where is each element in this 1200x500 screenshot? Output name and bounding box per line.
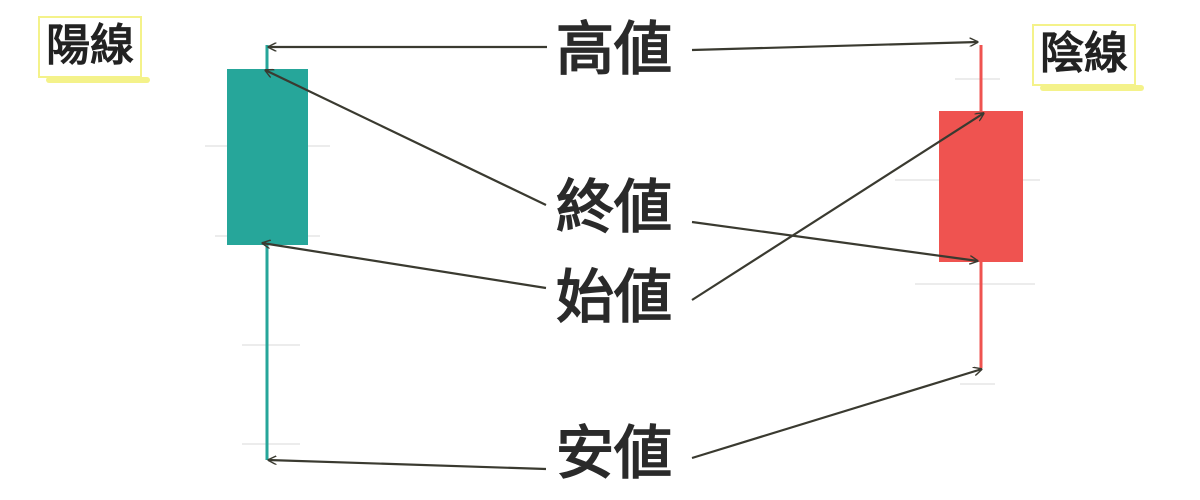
bullish-candle [227, 45, 308, 460]
bearish-title-text: 陰線 [1040, 28, 1128, 79]
label-open: 始値 [556, 263, 673, 331]
arrow-close-bearish [691, 220, 978, 261]
bearish-candle [939, 45, 1023, 368]
arrow-open-bullish [262, 243, 547, 290]
bullish-title-text: 陽線 [46, 20, 134, 71]
bullish-body [227, 69, 308, 245]
arrow-close-bullish [265, 70, 547, 206]
arrow-high-bearish [691, 42, 978, 52]
bearish-body [939, 111, 1023, 262]
label-high: 高値 [556, 15, 673, 83]
arrow-low-bearish [691, 369, 982, 460]
bullish-title-underline [46, 77, 150, 83]
label-close: 終値 [556, 173, 673, 241]
label-low: 安値 [556, 419, 673, 487]
bullish-title: 陽線 [38, 16, 150, 83]
arrow-open-bearish [691, 113, 984, 301]
bearish-title: 陰線 [1032, 24, 1144, 91]
arrows [262, 42, 984, 471]
bearish-title-underline [1040, 85, 1144, 91]
arrow-low-bullish [268, 460, 547, 471]
